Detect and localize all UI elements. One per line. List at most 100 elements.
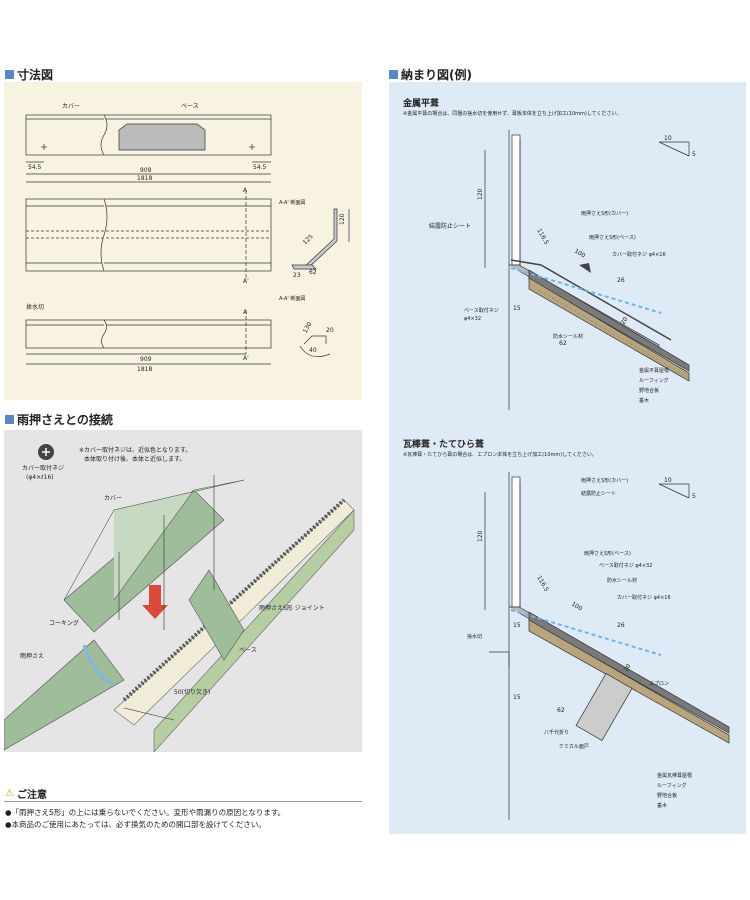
mark-a4: A' xyxy=(243,355,249,362)
tile-label-base: 雨押さえS形(ベース) xyxy=(584,550,631,557)
metal-label-roof1: 金属平葺屋根 xyxy=(639,367,669,374)
tile-label-kemikaru: ケミカル面戸 xyxy=(559,743,589,750)
tile-slope-5: 5 xyxy=(692,493,696,500)
down-arrow-icon xyxy=(142,585,168,619)
dim-62: 62 xyxy=(309,269,317,276)
caution-title: ⚠ご注意 xyxy=(5,788,47,801)
section-title-finish: 納まり図(例) xyxy=(389,66,472,83)
metal-label-base: 雨押さえS形(ベース) xyxy=(589,234,636,241)
tile-label-base-screw: ベース取付ネジ φ4×32 xyxy=(599,562,652,569)
metal-label-sheet: 結露防止シート xyxy=(429,222,471,230)
tile-label-roof3: 野地合板 xyxy=(657,792,677,799)
metal-dim-100: 100 xyxy=(573,248,587,260)
caution-text: ●「雨押さえS形」の上には乗らないでください。変形や雨漏りの原因となります。 ●… xyxy=(5,807,365,831)
metal-slope-5: 5 xyxy=(692,151,696,158)
tile-dim-15a: 15 xyxy=(513,622,521,629)
mark-a2: A' xyxy=(243,278,249,285)
tile-dim-20: 20 xyxy=(623,663,633,673)
metal-dim-1165: 116.5 xyxy=(535,228,550,247)
top-view-outline xyxy=(25,114,272,156)
dim-23: 23 xyxy=(293,272,301,279)
label-base-conn: ベース xyxy=(239,647,257,654)
dim-20: 20 xyxy=(326,327,334,334)
metal-dim-120: 120 xyxy=(477,188,484,200)
tile-label-roof4: 垂木 xyxy=(657,802,667,809)
tile-dim-26: 26 xyxy=(617,622,625,629)
label-joint: 雨押さえS形 ジョイント xyxy=(259,604,325,612)
mark-a3: A xyxy=(243,309,248,316)
dim-1818b: 1818 xyxy=(137,366,152,373)
dim-1818: 1818 xyxy=(137,175,152,182)
warning-icon: ⚠ xyxy=(5,788,14,799)
tile-slope-10: 10 xyxy=(664,477,672,484)
joint-part xyxy=(188,569,245,661)
square-bullet-icon xyxy=(5,70,14,79)
base-strip xyxy=(153,509,355,752)
label-cover-conn: カバー xyxy=(104,495,122,502)
dim-130: 130 xyxy=(302,321,314,335)
dim-545-left: 54.5 xyxy=(28,164,42,171)
label-amaosae: 雨押さえ xyxy=(20,652,44,660)
label-cover: カバー xyxy=(62,103,80,110)
metal-label-cover: 雨押さえS形(カバー) xyxy=(581,210,628,217)
dim-909b: 909 xyxy=(140,356,152,363)
tile-label-cover: 雨押さえS形(カバー) xyxy=(581,477,628,484)
caution-line-2: ●本商品のご使用にあたっては、必ず換気のための開口部を設けてください。 xyxy=(5,820,266,829)
metal-label-base-screw: ベース取付ネジ xyxy=(464,307,499,314)
metal-roof-note: ※金属平葺の場合は、同梱の捨水切を使用せず、葺板本体を立ち上げ加工(10mm)し… xyxy=(403,111,622,117)
tile-roof-note: ※瓦棒葺・たてひら葺の場合は、エプロン本体を立ち上げ加工(10mm)してください… xyxy=(403,452,597,458)
metal-label-roof2: ルーフィング xyxy=(639,377,669,384)
tile-roof-title: 瓦棒葺・たてひら葺 xyxy=(403,440,485,450)
label-cut: 50(切り欠き) xyxy=(174,688,210,696)
square-bullet-icon xyxy=(5,415,14,424)
connection-illustration: ※カバー取付ネジは、近似色となります。 本体取り付け後、本体と近似します。 カバ… xyxy=(4,430,362,752)
dim-120: 120 xyxy=(339,213,346,225)
tile-label-hachi: 八千代折り xyxy=(544,729,569,736)
metal-roof-diagram: 10 5 120 116.5 100 26 15 20 62 結露防止シート 雨… xyxy=(429,130,696,410)
metal-label-roof4: 垂木 xyxy=(639,397,649,404)
caution-line-1: ●「雨押さえS形」の上には乗らないでください。変形や雨漏りの原因となります。 xyxy=(5,808,286,817)
tile-label-seal: 防水シール材 xyxy=(607,577,637,584)
caulking-line xyxy=(82,644,115,687)
metal-dim-20: 20 xyxy=(620,316,630,326)
tile-label-sheet: 結露防止シート xyxy=(581,490,616,497)
section-a2-label: A-A' 断面図 xyxy=(279,295,305,302)
section-a-label: A-A' 断面図 xyxy=(279,199,305,206)
section-title-dimension: 寸法図 xyxy=(5,66,53,83)
label-caulking: コーキング xyxy=(49,619,79,627)
dimension-drawing: カバー ベース 54.5 54.5 909 1818 A A' A-A' 断面図… xyxy=(4,82,362,400)
label-base: ベース xyxy=(181,103,199,110)
dim-545-right: 54.5 xyxy=(253,164,267,171)
screw-note-2: 本体取り付け後、本体と近似します。 xyxy=(84,455,185,463)
metal-dim-26: 26 xyxy=(617,277,625,284)
screw-note-1: ※カバー取付ネジは、近似色となります。 xyxy=(79,446,191,454)
label-screw-size: (φ4×ℓ16) xyxy=(26,474,54,481)
metal-dim-15: 15 xyxy=(513,305,521,312)
metal-label-base-screw-size: φ4×32 xyxy=(464,316,481,322)
tile-label-roof1: 金属瓦棒葺屋根 xyxy=(657,772,692,779)
metal-roof-title: 金属平葺 xyxy=(403,99,440,109)
tile-dim-62: 62 xyxy=(557,707,565,714)
tile-label-mizukiri: 捨水切 xyxy=(467,633,482,640)
tile-label-cover-screw: カバー取付ネジ φ4×16 xyxy=(617,594,671,601)
caution-divider xyxy=(4,801,362,802)
dim-909: 909 xyxy=(140,167,152,174)
tile-label-roof2: ルーフィング xyxy=(657,782,687,789)
tile-dim-1165: 116.5 xyxy=(535,575,550,594)
metal-dim-62: 62 xyxy=(559,340,567,347)
metal-label-cover-screw: カバー取付ネジ φ4×16 xyxy=(612,251,666,258)
mark-a1: A xyxy=(243,187,248,194)
tile-label-apron: エプロン xyxy=(649,681,669,687)
square-bullet-icon xyxy=(389,70,398,79)
tile-dim-120: 120 xyxy=(477,530,484,542)
tile-dim-15b: 15 xyxy=(513,694,521,701)
metal-slope-10: 10 xyxy=(664,135,672,142)
dim-40: 40 xyxy=(309,347,317,354)
label-mizukiri: 捨水切 xyxy=(26,303,44,311)
metal-label-seal: 防水シール材 xyxy=(553,333,583,340)
label-screw: カバー取付ネジ xyxy=(22,464,64,472)
metal-label-roof3: 野地合板 xyxy=(639,387,659,394)
tile-dim-100: 100 xyxy=(570,601,584,613)
tile-roof-diagram: 10 5 120 116.5 100 26 15 15 20 62 雨押さえS形… xyxy=(467,472,730,820)
section-title-connection: 雨押さえとの接続 xyxy=(5,411,113,428)
